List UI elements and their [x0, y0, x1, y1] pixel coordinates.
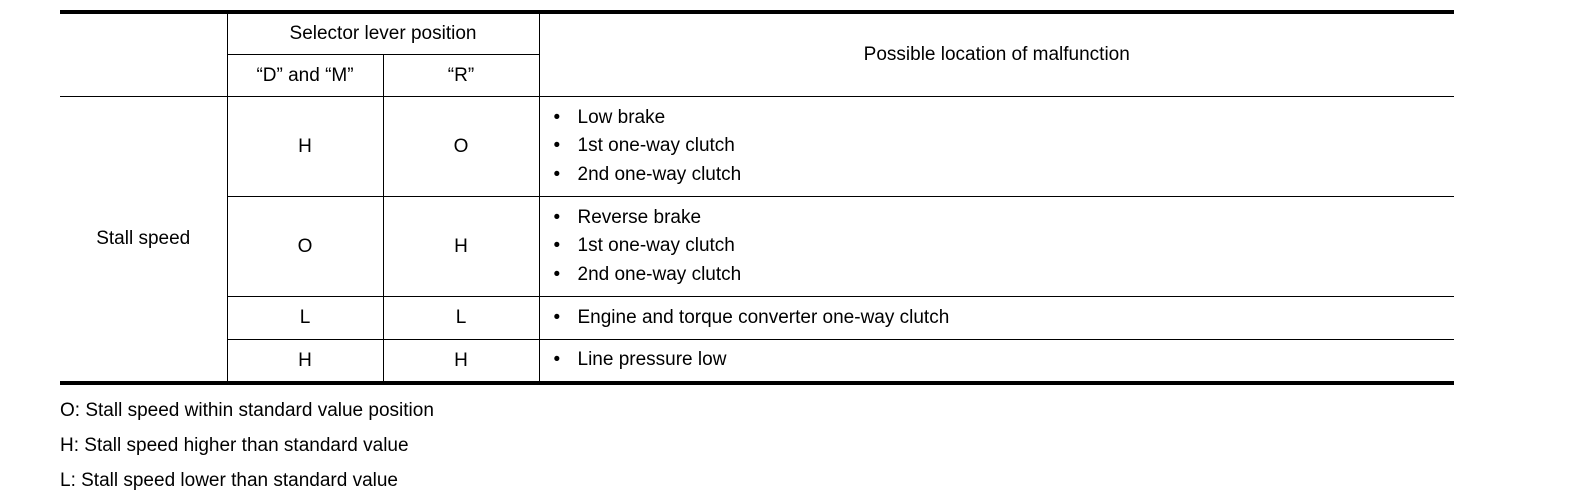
- d-and-m-header: “D” and “M”: [227, 54, 384, 97]
- bullet: •: [553, 163, 561, 185]
- bullet: •: [553, 135, 561, 157]
- location-list: • Engine and torque converter one-way clu…: [540, 304, 1455, 333]
- legend-notes: O: Stall speed within standard value pos…: [60, 393, 1454, 498]
- list-item: • 1st one-way clutch: [554, 132, 1455, 161]
- stall-speed-label: Stall speed: [60, 96, 228, 384]
- bullet: •: [553, 263, 561, 285]
- location-text: 1st one-way clutch: [577, 135, 735, 157]
- list-item: • 2nd one-way clutch: [554, 161, 1455, 190]
- location-text: Line pressure low: [577, 349, 727, 371]
- selector-lever-position-header: Selector lever position: [226, 12, 540, 55]
- location-text: 1st one-way clutch: [577, 235, 735, 257]
- list-item: • 2nd one-way clutch: [554, 261, 1455, 290]
- list-item: • Engine and torque converter one-way clu…: [554, 304, 1455, 333]
- location-text: Reverse brake: [577, 206, 702, 228]
- r-value: O: [382, 96, 540, 197]
- location-text: 2nd one-way clutch: [577, 263, 742, 285]
- location-cell: • Low brake • 1st one-way clutch • 2nd one-…: [538, 96, 1455, 197]
- d-m-value: H: [226, 96, 384, 197]
- table-row: Stall speed H O • Low brake • 1st one-way …: [60, 96, 1455, 384]
- table-subheader-row: “D” and “M” “R”: [60, 54, 1454, 97]
- bullet: •: [553, 235, 561, 257]
- possible-location-header: Possible location of malfunction: [538, 12, 1454, 97]
- stall-speed-table: Selector lever position Possible locatio…: [60, 10, 1454, 385]
- location-list: • Reverse brake • 1st one-way clutch • 2nd …: [540, 204, 1455, 290]
- location-text: 2nd one-way clutch: [577, 163, 742, 185]
- table-row: H H • Line pressure low: [60, 339, 1455, 383]
- bullet: •: [553, 306, 561, 328]
- location-text: Low brake: [577, 106, 666, 128]
- r-value: L: [382, 296, 540, 340]
- r-value: H: [382, 339, 540, 383]
- d-m-value: O: [227, 196, 384, 297]
- list-item: • 1st one-way clutch: [554, 232, 1455, 261]
- empty-header-cell: [60, 12, 228, 97]
- r-header: “R”: [382, 54, 539, 97]
- location-cell: • Reverse brake • 1st one-way clutch • 2nd …: [538, 196, 1455, 297]
- location-cell: • Engine and torque converter one-way clu…: [538, 296, 1455, 340]
- location-cell: • Line pressure low: [538, 339, 1455, 383]
- r-value: H: [382, 196, 540, 297]
- location-list: • Low brake • 1st one-way clutch • 2nd one-…: [540, 104, 1455, 190]
- table-row: L L • Engine and torque converter one-way…: [60, 296, 1455, 340]
- location-text: Engine and torque converter one-way clut…: [577, 306, 950, 328]
- list-item: • Low brake: [554, 104, 1455, 133]
- legend-note-l: L: Stall speed lower than standard value: [60, 470, 398, 491]
- document: Selector lever position Possible locatio…: [60, 10, 1454, 498]
- location-list: • Line pressure low: [540, 346, 1455, 375]
- legend-note-o: O: Stall speed within standard value pos…: [60, 400, 434, 421]
- bullet: •: [553, 206, 561, 228]
- bullet: •: [553, 349, 561, 371]
- d-m-value: H: [227, 339, 384, 383]
- bullet: •: [553, 106, 561, 128]
- table-header-row: Selector lever position Possible locatio…: [60, 12, 1454, 97]
- d-m-value: L: [227, 296, 384, 340]
- list-item: • Line pressure low: [554, 346, 1455, 375]
- list-item: • Reverse brake: [554, 204, 1455, 233]
- table-row: O H • Reverse brake • 1st one-way clutch •…: [60, 196, 1455, 297]
- legend-note-h: H: Stall speed higher than standard valu…: [60, 435, 409, 456]
